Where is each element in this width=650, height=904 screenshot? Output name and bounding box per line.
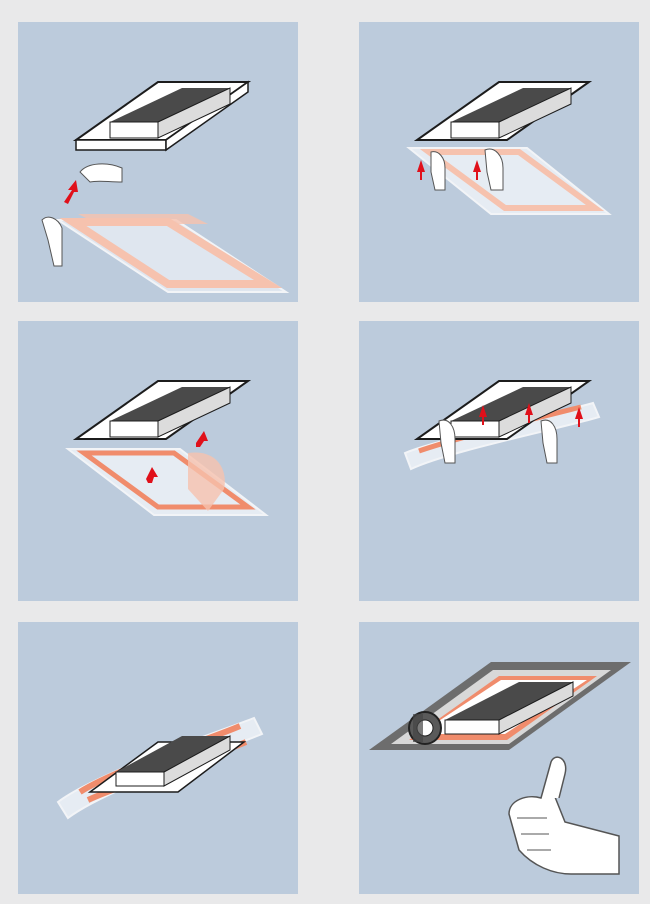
adhesive-film xyxy=(58,214,286,292)
thumbs-up-icon xyxy=(509,757,619,874)
panel-step-2 xyxy=(359,22,639,302)
step-6-illustration xyxy=(359,622,639,894)
panel-step-6 xyxy=(359,622,639,894)
panel-step-4 xyxy=(359,321,639,601)
panel-step-3 xyxy=(18,321,298,601)
window-frame xyxy=(417,82,589,140)
step-2-illustration xyxy=(359,22,639,302)
arrow-up-icon xyxy=(64,180,78,204)
step-3-illustration xyxy=(18,321,298,601)
step-5-illustration xyxy=(18,622,298,894)
step-1-illustration xyxy=(18,22,298,302)
window-frame xyxy=(76,381,248,439)
panel-step-1 xyxy=(18,22,298,302)
panel-step-5 xyxy=(18,622,298,894)
tape-roll-icon xyxy=(409,712,441,744)
window-frame xyxy=(76,82,248,150)
step-4-illustration xyxy=(359,321,639,601)
window-frame xyxy=(90,736,244,792)
